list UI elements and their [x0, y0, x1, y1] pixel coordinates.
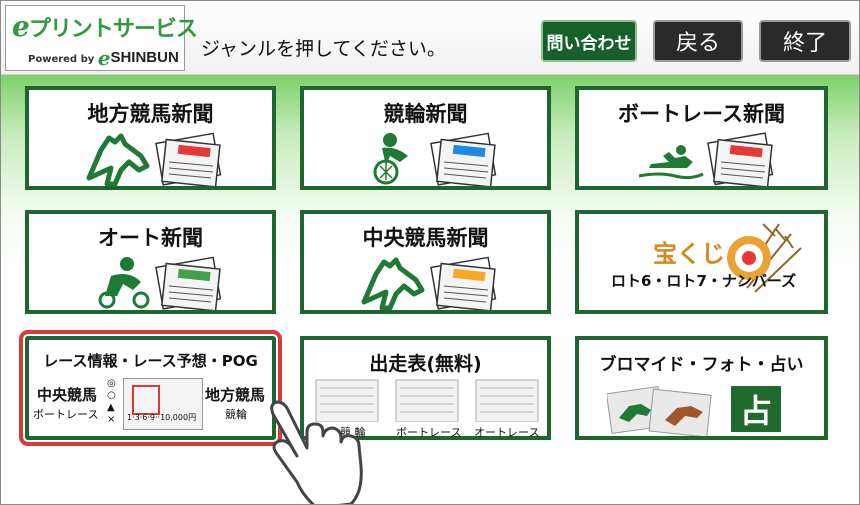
auto-race-card-label: オートレース — [474, 426, 540, 439]
mark-circle: ○ — [107, 390, 116, 401]
boat-race-label: ボートレース — [33, 408, 99, 421]
logo-title: eプリントサービス — [12, 10, 198, 43]
genre-grid: 地方競馬新聞 競輪新聞 ボートレース新聞 — [1, 75, 859, 504]
takarakuji-title: 宝くじ — [653, 240, 725, 268]
logo-powered-by: Powered by eSHINBUN — [28, 46, 179, 70]
betting-ticket-image: 1·3·6·9··10,000円 — [123, 378, 203, 430]
tile-title: 中央競馬新聞 — [362, 226, 489, 250]
contact-button[interactable]: 問い合わせ — [541, 20, 637, 62]
tile-title: 出走表(無料) — [369, 353, 482, 375]
tile-title: 競輪新聞 — [383, 102, 468, 126]
chiho-keiba-label: 地方競馬 — [205, 386, 266, 404]
tile-title: オート新聞 — [98, 226, 203, 250]
tile-keirin[interactable]: 競輪新聞 — [300, 86, 551, 190]
chuo-keiba-label: 中央競馬 — [37, 386, 98, 404]
tile-boat-race[interactable]: ボートレース新聞 — [575, 86, 828, 190]
mark-double-circle: ◎ — [107, 378, 116, 389]
back-button[interactable]: 戻る — [653, 20, 743, 62]
lottery-target-icon — [727, 223, 802, 293]
header-bar: eプリントサービス Powered by eSHINBUN ジャンルを押してくだ… — [1, 1, 859, 75]
eprint-logo: eプリントサービス Powered by eSHINBUN — [5, 5, 198, 71]
keirin-label: 競輪 — [225, 408, 247, 421]
tile-title: ブロマイド・フォト・占い — [599, 355, 804, 375]
horse-photo-icon — [607, 386, 712, 436]
tile-takarakuji[interactable]: 宝くじ ロト6・ロト7・ナンバーズ — [575, 210, 828, 314]
pointing-hand-icon — [270, 400, 363, 504]
mark-cross: × — [107, 414, 116, 425]
boat-race-card-label: ボートレース — [396, 426, 462, 439]
mark-triangle: ▲ — [107, 402, 115, 413]
ticket-stamp — [132, 385, 160, 415]
tile-chiho-keiba[interactable]: 地方競馬新聞 — [25, 86, 276, 190]
ticket-text: 1·3·6·9··10,000円 — [127, 413, 197, 422]
tile-auto-race[interactable]: オート新聞 — [25, 210, 276, 314]
tile-title: 地方競馬新聞 — [87, 102, 214, 126]
horse-head-icon — [86, 132, 222, 186]
instruction-text: ジャンルを押してください。 — [201, 38, 446, 60]
tile-title: レース情報・レース予想・POG — [43, 352, 258, 370]
horse-head-icon — [361, 256, 497, 310]
motorcycle-racer-icon — [98, 256, 222, 310]
race-card-thumbnails — [315, 379, 539, 422]
boat-racer-icon — [638, 132, 774, 186]
loto-numbers-label: ロト6・ロト7・ナンバーズ — [611, 272, 797, 290]
cyclist-icon — [373, 132, 497, 186]
tile-chuo-keiba[interactable]: 中央競馬新聞 — [300, 210, 551, 314]
tile-title: ボートレース新聞 — [618, 102, 785, 126]
tile-race-card-free[interactable]: 出走表(無料) 競 輪 ボートレース オートレース — [300, 336, 551, 440]
end-button[interactable]: 終了 — [759, 20, 851, 62]
uranai-icon: 占 — [731, 386, 781, 432]
tile-bromide-photo-fortune[interactable]: ブロマイド・フォト・占い 占 — [575, 336, 828, 440]
tile-race-info[interactable]: レース情報・レース予想・POG 中央競馬 ボートレース ◎ ○ ▲ × 1·3·… — [19, 330, 282, 446]
